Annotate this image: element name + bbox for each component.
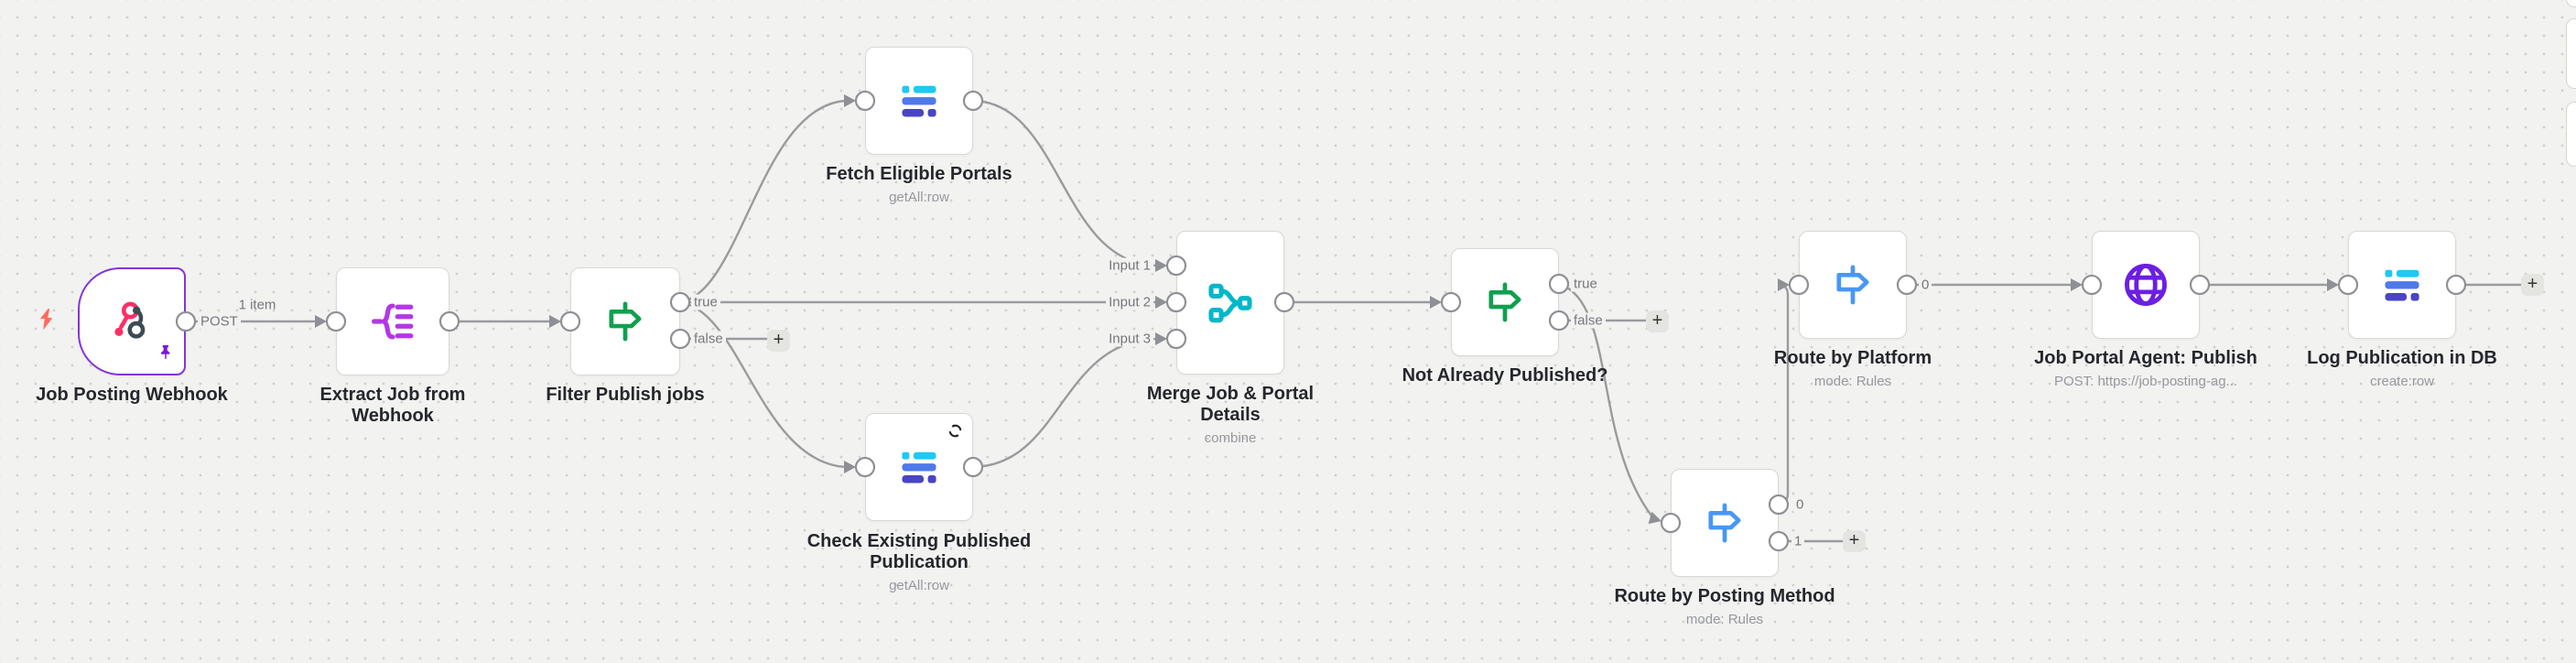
merge-icon bbox=[1208, 283, 1252, 322]
node-label: Extract Job from Webhook bbox=[315, 385, 471, 427]
node-subtitle: POST: https://job-posting-ag... bbox=[2053, 374, 2238, 390]
node-label: Not Already Published? bbox=[1377, 365, 1633, 386]
switch-icon bbox=[1708, 503, 1741, 543]
input-label-2: Input 2 bbox=[1106, 294, 1153, 310]
node-label: Fetch Eligible Portals getAll:row bbox=[791, 164, 1047, 206]
node-fetch-eligible-portals[interactable] bbox=[865, 47, 973, 155]
add-node-button[interactable]: + bbox=[1646, 310, 1669, 332]
output-label-true: true bbox=[1571, 276, 1600, 292]
edge-panel-button[interactable] bbox=[2566, 0, 2576, 7]
if-icon bbox=[609, 301, 642, 342]
add-node-button[interactable]: + bbox=[2521, 274, 2544, 296]
output-label-true: true bbox=[691, 294, 720, 310]
node-filter-publish-jobs[interactable] bbox=[570, 267, 680, 375]
node-title: Extract Job from Webhook bbox=[319, 385, 466, 427]
trigger-lightning-icon[interactable] bbox=[37, 307, 56, 337]
node-route-by-posting-method[interactable] bbox=[1671, 469, 1779, 577]
node-label: Filter Publish jobs bbox=[497, 385, 753, 406]
node-subtitle: getAll:row bbox=[889, 578, 949, 594]
output-label-false: false bbox=[691, 331, 726, 347]
switch-icon bbox=[1836, 265, 1869, 305]
node-subtitle: mode: Rules bbox=[1685, 612, 1764, 628]
node-check-existing-published-publication[interactable] bbox=[865, 413, 973, 521]
data-table-icon bbox=[2385, 269, 2419, 301]
node-job-portal-agent-publish[interactable] bbox=[2092, 231, 2200, 339]
node-title: Not Already Published? bbox=[1402, 365, 1608, 386]
output-label-1: 1 bbox=[1791, 533, 1805, 549]
node-label: Check Existing Published Publication get… bbox=[800, 531, 1038, 594]
node-title: Job Posting Webhook bbox=[36, 385, 228, 405]
node-subtitle: combine bbox=[1204, 430, 1257, 447]
node-extract-job-from-webhook[interactable] bbox=[336, 267, 449, 375]
refresh-icon bbox=[947, 423, 963, 443]
node-subtitle: getAll:row bbox=[889, 190, 949, 206]
node-title: Job Portal Agent: Publish bbox=[2034, 348, 2257, 368]
node-merge-job-portal-details[interactable] bbox=[1176, 231, 1284, 375]
if-icon bbox=[1488, 282, 1521, 322]
node-label: Log Publication in DB create:row bbox=[2274, 348, 2530, 390]
add-node-button[interactable]: + bbox=[1843, 530, 1866, 552]
extract-icon bbox=[372, 303, 414, 340]
node-title: Route by Posting Method bbox=[1614, 586, 1835, 606]
globe-icon bbox=[2125, 264, 2167, 306]
node-subtitle: mode: Rules bbox=[1813, 374, 1892, 390]
data-table-icon bbox=[902, 451, 936, 484]
webhook-icon bbox=[114, 301, 146, 339]
node-title: Filter Publish jobs bbox=[546, 385, 705, 405]
output-label-post: POST bbox=[198, 313, 241, 330]
node-label: Job Posting Webhook bbox=[4, 385, 260, 406]
node-route-by-platform[interactable] bbox=[1799, 231, 1907, 339]
node-label: Route by Posting Method mode: Rules bbox=[1596, 586, 1853, 628]
data-table-icon bbox=[902, 85, 936, 117]
node-title: Check Existing Published Publication bbox=[806, 531, 1032, 573]
node-title: Merge Job & Portal Details bbox=[1146, 384, 1315, 426]
output-label-0: 0 bbox=[1919, 277, 1932, 293]
node-job-posting-webhook[interactable] bbox=[78, 267, 186, 375]
output-label-false: false bbox=[1571, 312, 1606, 329]
node-label: Job Portal Agent: Publish POST: https://… bbox=[2018, 348, 2274, 390]
input-label-3: Input 3 bbox=[1106, 331, 1153, 347]
edge-panel-button[interactable] bbox=[2566, 102, 2576, 167]
input-label-1: Input 1 bbox=[1106, 257, 1153, 274]
output-label-0: 0 bbox=[1793, 496, 1807, 513]
pin-icon bbox=[158, 344, 173, 365]
node-title: Route by Platform bbox=[1773, 348, 1932, 368]
node-title: Fetch Eligible Portals bbox=[826, 164, 1012, 184]
node-not-already-published[interactable] bbox=[1451, 248, 1559, 356]
edge-panel-button[interactable] bbox=[2566, 18, 2576, 89]
add-node-button[interactable]: + bbox=[767, 330, 790, 352]
connection-items-label: 1 item bbox=[238, 297, 276, 313]
node-label: Route by Platform mode: Rules bbox=[1725, 348, 1981, 390]
node-label: Merge Job & Portal Details combine bbox=[1134, 384, 1326, 447]
node-log-publication-in-db[interactable] bbox=[2348, 231, 2456, 339]
node-subtitle: create:row bbox=[2369, 374, 2435, 390]
node-title: Log Publication in DB bbox=[2307, 348, 2497, 368]
